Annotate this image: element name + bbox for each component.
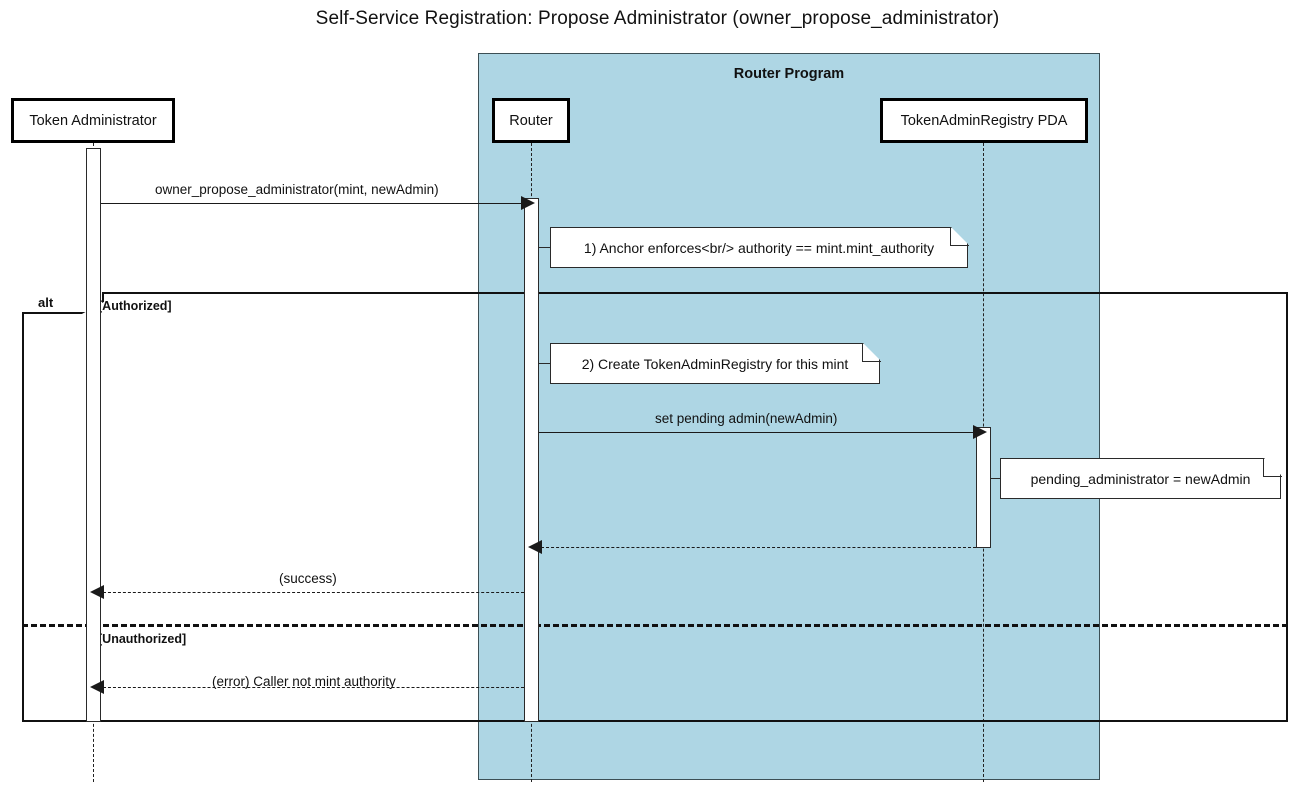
- message-label-m2: set pending admin(newAdmin): [655, 411, 838, 426]
- alt-fragment-divider: [22, 624, 1288, 627]
- participant-token-administrator[interactable]: Token Administrator: [11, 98, 175, 143]
- message-line-m3: [541, 547, 976, 548]
- note-fold-corner: [950, 227, 969, 246]
- note-connector-n3: [991, 478, 1000, 479]
- note-text: 1) Anchor enforces<br/> authority == min…: [583, 239, 935, 256]
- note-connector-n1: [539, 247, 550, 248]
- note-fold-corner: [1263, 458, 1282, 477]
- message-line-m5: [103, 687, 524, 688]
- note-n2: 2) Create TokenAdminRegistry for this mi…: [550, 343, 880, 384]
- participant-label: Token Administrator: [29, 112, 157, 129]
- alt-operator-label: alt: [38, 294, 54, 310]
- alt-guard-unauthorized: [Unauthorized]: [98, 632, 187, 646]
- activation-bar-tokenadminregistry-pda: [976, 427, 991, 548]
- participant-label: Router: [509, 112, 553, 129]
- activation-bar-router: [524, 198, 539, 722]
- message-arrowhead-m4: [90, 585, 104, 599]
- group-box-router-program: Router Program: [478, 53, 1100, 780]
- message-line-m4: [103, 592, 524, 593]
- note-text: pending_administrator = newAdmin: [1030, 470, 1251, 487]
- note-connector-n2: [539, 363, 550, 364]
- alt-guard-authorized: [Authorized]: [98, 299, 172, 313]
- message-label-m1: owner_propose_administrator(mint, newAdm…: [155, 182, 439, 197]
- alt-fragment: [22, 292, 1288, 722]
- participant-label: TokenAdminRegistry PDA: [900, 112, 1068, 129]
- message-arrowhead-m5: [90, 680, 104, 694]
- participant-router[interactable]: Router: [492, 98, 570, 143]
- note-n1: 1) Anchor enforces<br/> authority == min…: [550, 227, 968, 268]
- message-label-m4: (success): [279, 571, 337, 586]
- message-arrowhead-m1: [521, 196, 535, 210]
- message-label-m5: (error) Caller not mint authority: [212, 674, 396, 689]
- message-arrowhead-m3: [528, 540, 542, 554]
- message-line-m2: [539, 432, 974, 433]
- message-line-m1: [101, 203, 522, 204]
- group-label-router-program: Router Program: [733, 66, 845, 82]
- note-text: 2) Create TokenAdminRegistry for this mi…: [581, 355, 849, 372]
- participant-tokenadminregistry-pda[interactable]: TokenAdminRegistry PDA: [880, 98, 1088, 143]
- page-title: Self-Service Registration: Propose Admin…: [315, 8, 1000, 29]
- note-fold-corner: [862, 343, 881, 362]
- message-arrowhead-m2: [973, 425, 987, 439]
- activation-bar-token-administrator: [86, 148, 101, 722]
- note-n3: pending_administrator = newAdmin: [1000, 458, 1281, 499]
